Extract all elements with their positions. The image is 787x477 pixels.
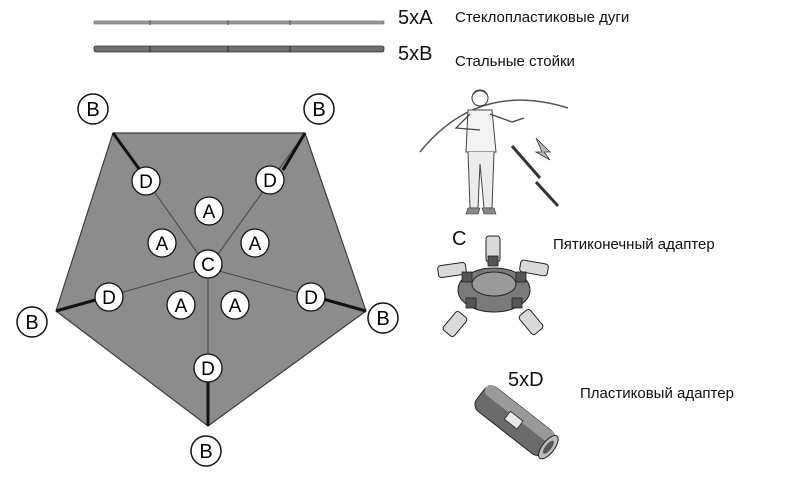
pole-a-bottom-left: A	[167, 291, 195, 319]
corner-b-label: B	[199, 441, 212, 463]
five-point-hub-illustration	[432, 232, 554, 344]
pole-a-label: A	[203, 202, 216, 223]
adapter-d-top-right: D	[256, 166, 284, 194]
pentagon-plan: B B B B B D D D	[0, 80, 420, 477]
rod-steel-illustration	[90, 42, 390, 62]
part-d-name: Пластиковый адаптер	[580, 385, 734, 402]
pole-a-label: A	[249, 234, 262, 255]
pole-a-label: A	[156, 234, 169, 255]
pole-a-right: A	[241, 229, 269, 257]
corner-b-bottom: B	[191, 436, 221, 466]
part-b-name: Стальные стойки	[455, 53, 575, 70]
pole-a-left: A	[148, 229, 176, 257]
person-bending-pole-illustration	[418, 86, 596, 226]
corner-b-label: B	[25, 312, 38, 334]
pole-a-top: A	[195, 197, 223, 225]
part-d-code: 5xD	[508, 369, 544, 392]
adapter-d-top-left: D	[132, 167, 160, 195]
pole-a-label: A	[175, 296, 188, 317]
pole-a-bottom-right: A	[221, 291, 249, 319]
adapter-d-label: D	[102, 288, 116, 309]
part-b-code: 5xB	[398, 43, 432, 66]
pole-a-label: A	[229, 296, 242, 317]
part-a-name: Стеклопластиковые дуги	[455, 9, 629, 26]
corner-b-label: B	[312, 99, 325, 121]
part-c-name: Пятиконечный адаптер	[553, 236, 715, 253]
corner-b-top-left: B	[78, 94, 108, 124]
corner-b-left: B	[17, 307, 47, 337]
hub-c: C	[194, 250, 222, 278]
adapter-d-label: D	[201, 359, 215, 380]
corner-b-top-right: B	[304, 94, 334, 124]
part-a-code: 5xA	[398, 7, 432, 30]
hub-c-label: C	[201, 255, 215, 276]
adapter-d-left: D	[95, 283, 123, 311]
adapter-d-label: D	[139, 172, 153, 193]
adapter-d-bottom: D	[194, 354, 222, 382]
corner-b-label: B	[376, 308, 389, 330]
adapter-d-label: D	[304, 288, 318, 309]
part-c-code: C	[452, 228, 466, 251]
corner-b-label: B	[86, 99, 99, 121]
corner-b-right: B	[368, 303, 398, 333]
adapter-d-label: D	[263, 171, 277, 192]
adapter-d-right: D	[297, 283, 325, 311]
